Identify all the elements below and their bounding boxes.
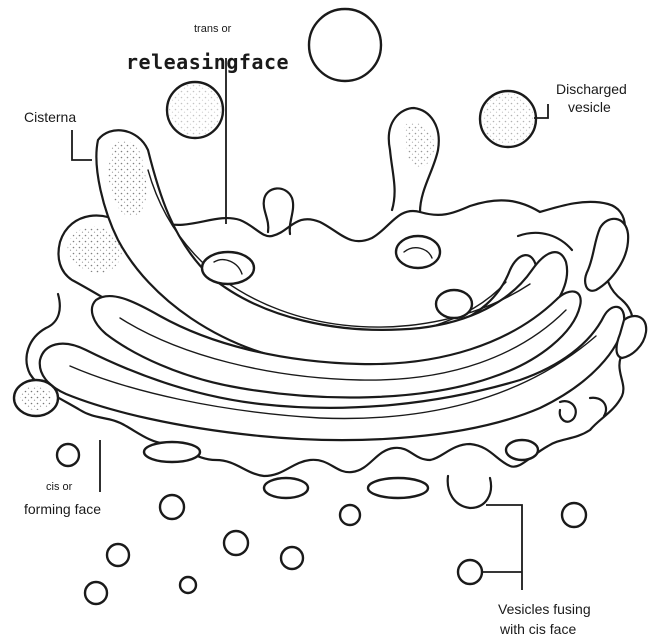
label-fusing-line2: with cis face [499,621,576,637]
internal-vesicle [436,290,472,318]
fusing-bud [560,401,576,422]
cisterna-edge [585,219,628,291]
leader-cisterna [72,130,92,160]
label-cis-line1: cis or [46,481,73,493]
label-discharged-line2: vesicle [568,99,611,115]
label-trans-line1: trans or [194,23,232,35]
label-cis-line2: forming face [24,501,101,517]
internal-vesicle [202,252,254,284]
cis-sac [368,478,428,498]
cis-free-vesicles [57,444,586,604]
budding-vesicles [264,108,439,234]
cis-sac [144,442,200,462]
vesicle-top-large [309,9,381,81]
label-trans-line2: releasingface [126,50,289,74]
cis-sac [506,440,538,460]
label-fusing-line1: Vesicles fusing [498,601,591,617]
fusing-bud [448,476,491,508]
cisternae-stack [40,130,646,440]
label-discharged-line1: Discharged [556,81,627,97]
internal-vesicle [396,236,440,268]
cis-sac [264,478,308,498]
label-cisterna: Cisterna [24,109,76,125]
fusing-bud [590,398,606,416]
leader-vesicles-fusing [482,505,522,590]
membrane-fold [518,233,572,250]
